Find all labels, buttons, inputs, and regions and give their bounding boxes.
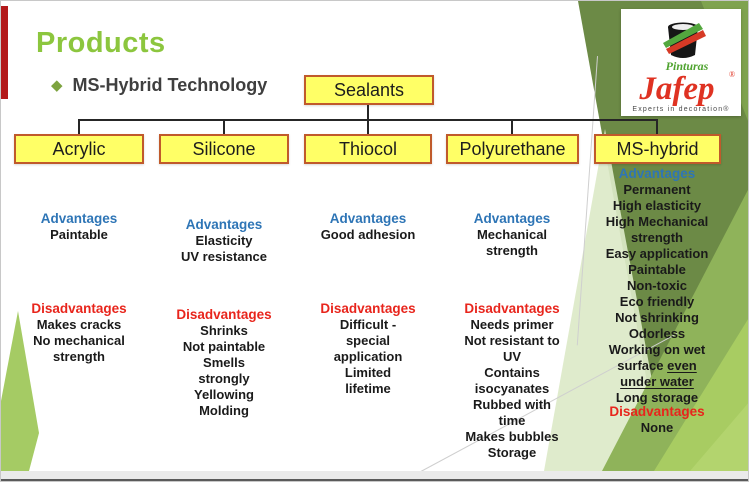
list-item: No mechanical strength bbox=[33, 333, 125, 364]
list-item: Eco friendly bbox=[619, 294, 695, 309]
root-node-box: Sealants bbox=[304, 75, 434, 105]
list-item: Contains isocyanates bbox=[474, 365, 550, 396]
disadvantages-heading: Disadvantages bbox=[609, 404, 705, 419]
list-item: Odorless bbox=[628, 326, 686, 341]
advantages-list: Mechanical strength bbox=[440, 227, 584, 259]
jafep-logo: Pinturas Jafep ® Experts in decoration® bbox=[632, 22, 735, 113]
disadvantages-heading: Disadvantages bbox=[464, 301, 560, 316]
list-item: None bbox=[640, 420, 674, 435]
advantages-heading: Advantages bbox=[473, 211, 551, 226]
list-item: Molding bbox=[199, 403, 249, 418]
registered-mark: ® bbox=[729, 70, 735, 79]
logo-brand-main: Jafep bbox=[638, 71, 714, 107]
advantages-section: Advantages Good adhesion bbox=[296, 211, 440, 243]
category-label: Thiocol bbox=[338, 138, 398, 159]
disadvantages-section: Disadvantages None bbox=[585, 404, 729, 436]
disadvantages-heading: Disadvantages bbox=[176, 307, 272, 322]
category-box: Thiocol bbox=[304, 134, 432, 164]
advantages-heading: Advantages bbox=[40, 211, 118, 226]
category-label: MS-hybrid bbox=[616, 138, 699, 159]
category-label: Acrylic bbox=[52, 138, 106, 159]
connector-stub bbox=[656, 121, 658, 134]
disadvantages-list: None bbox=[585, 420, 729, 436]
logo-tagline: Experts in decoration® bbox=[632, 105, 729, 113]
category-box: Silicone bbox=[159, 134, 289, 164]
list-item: Good adhesion bbox=[320, 227, 416, 242]
list-item: Rubbed with time bbox=[473, 397, 551, 428]
advantages-heading: Advantages bbox=[329, 211, 407, 226]
list-item: High Mechanical strength bbox=[605, 214, 709, 245]
logo-brand-top: Pinturas bbox=[666, 59, 709, 73]
connector-stub bbox=[511, 121, 513, 134]
list-item: High elasticity bbox=[612, 198, 702, 213]
page-title: Products bbox=[36, 27, 166, 59]
connector-line-root bbox=[367, 105, 369, 121]
list-item: Working on wet surface even under water bbox=[608, 342, 706, 389]
list-item: Easy application bbox=[605, 246, 709, 261]
advantages-section: Advantages Mechanical strength bbox=[440, 211, 584, 259]
paint-can-icon bbox=[663, 22, 706, 58]
list-item: Paintable bbox=[628, 262, 686, 277]
connector-stub bbox=[367, 121, 369, 134]
list-item: Storage bbox=[487, 445, 537, 460]
list-item: Not resistant to UV bbox=[464, 333, 560, 364]
bullet-label: MS-Hybrid Technology bbox=[72, 75, 268, 95]
connector-stub bbox=[223, 121, 225, 134]
advantages-list: Paintable bbox=[7, 227, 151, 243]
disadvantages-section: Disadvantages Difficult - special applic… bbox=[296, 301, 440, 397]
list-item: Non-toxic bbox=[627, 278, 687, 293]
list-item: Difficult - special application bbox=[333, 317, 403, 364]
list-item: Mechanical strength bbox=[476, 227, 548, 258]
connector-line-horizontal bbox=[78, 119, 658, 121]
list-item: Yellowing bbox=[194, 387, 254, 402]
category-box: MS-hybrid bbox=[594, 134, 721, 164]
list-item: Long storage bbox=[615, 390, 699, 405]
bullet-row: ◆ MS-Hybrid Technology bbox=[51, 75, 267, 96]
list-item: Shrinks bbox=[200, 323, 248, 338]
disadvantages-heading: Disadvantages bbox=[320, 301, 416, 316]
advantages-section: Advantages Paintable bbox=[7, 211, 151, 243]
brand-logo-card: Pinturas Jafep ® Experts in decoration® bbox=[621, 9, 741, 116]
list-item: Makes bubbles bbox=[465, 429, 559, 444]
advantages-heading: Advantages bbox=[185, 217, 263, 232]
list-item: Makes cracks bbox=[36, 317, 122, 332]
category-label: Polyurethane bbox=[459, 138, 566, 159]
connector-stub bbox=[78, 121, 80, 134]
list-item: Limited lifetime bbox=[344, 365, 392, 396]
category-box: Polyurethane bbox=[446, 134, 579, 164]
list-item: Not paintable bbox=[182, 339, 266, 354]
list-item: Not shrinking bbox=[615, 310, 699, 325]
list-item: Smells strongly bbox=[198, 355, 250, 386]
list-item: Permanent bbox=[623, 182, 691, 197]
advantages-list: Good adhesion bbox=[296, 227, 440, 243]
list-item: Paintable bbox=[50, 227, 108, 242]
list-item: Needs primer bbox=[470, 317, 554, 332]
advantages-heading: Advantages bbox=[618, 166, 696, 181]
root-node-label: Sealants bbox=[333, 79, 405, 100]
diamond-bullet-icon: ◆ bbox=[51, 77, 63, 94]
list-item: Elasticity bbox=[195, 233, 253, 248]
list-item: UV resistance bbox=[181, 249, 267, 264]
category-box: Acrylic bbox=[14, 134, 144, 164]
disadvantages-heading: Disadvantages bbox=[31, 301, 127, 316]
category-label: Silicone bbox=[192, 138, 256, 159]
